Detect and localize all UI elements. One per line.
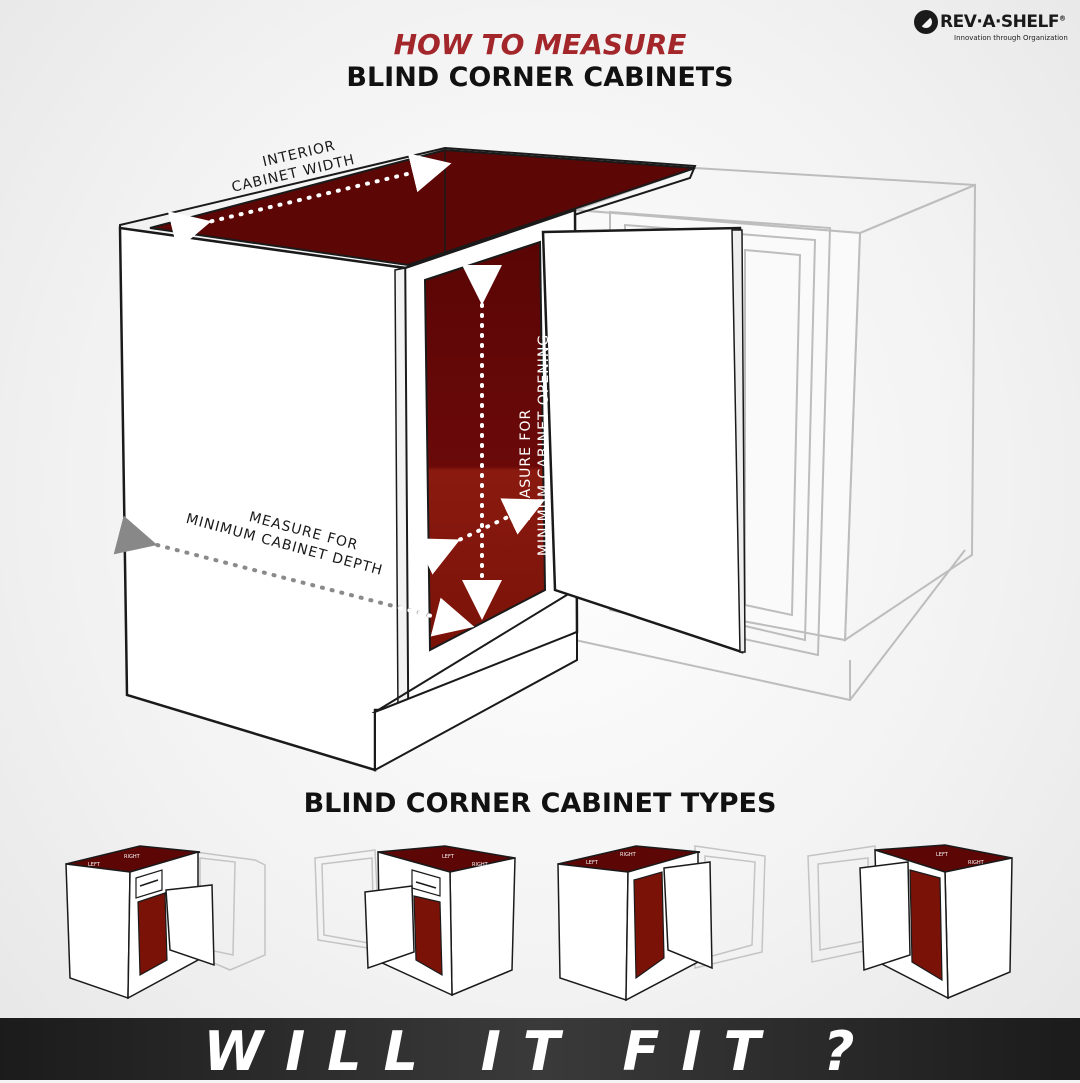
width-measure-arrow: [167, 153, 452, 251]
brand-tagline: Innovation through Organization: [954, 34, 1068, 42]
type-2-right-label: RIGHT: [472, 862, 489, 868]
type-1-right-label: RIGHT: [124, 854, 141, 860]
cabinet-door: [541, 226, 744, 654]
type-4-left-label: LEFT: [936, 852, 949, 858]
main-cabinet: [118, 146, 746, 772]
types-title: BLIND CORNER CABINET TYPES: [303, 788, 777, 819]
cabinet-type-3: LEFT RIGHT: [557, 845, 766, 1002]
opening-width-arrow: [415, 498, 546, 575]
opening-label-line2: MINIMUM CABINET OPENING: [536, 334, 552, 556]
type-1-left-label: LEFT: [88, 862, 101, 868]
cabinet-type-1: LEFT RIGHT: [65, 845, 266, 1000]
cabinet-side-panel: [118, 226, 410, 772]
footer-text: WILL IT FIT ?: [203, 1020, 877, 1083]
brand-logo: REV·A·SHELF® Innovation through Organiza…: [914, 8, 1074, 48]
brand-registered: ®: [1058, 14, 1066, 23]
type-3-right-label: RIGHT: [620, 852, 637, 858]
type-2-left-label: LEFT: [442, 854, 455, 860]
depth-measure-arrow: [113, 515, 475, 637]
page-title-bottom: BLIND CORNER CABINETS: [346, 62, 734, 93]
footer-banner: WILL IT FIT ?: [0, 1018, 1080, 1083]
brand-name: REV·A·SHELF: [940, 12, 1059, 32]
page-title-top: HOW TO MEASURE: [393, 28, 687, 61]
type-4-right-label: RIGHT: [968, 860, 985, 866]
brand-mark-icon: [914, 10, 938, 34]
cabinet-type-4: LEFT RIGHT: [807, 844, 1013, 1000]
cabinet-type-2: LEFT RIGHT: [314, 845, 516, 997]
type-3-left-label: LEFT: [586, 860, 599, 866]
opening-label-line1: MEASURE FOR: [518, 409, 534, 521]
